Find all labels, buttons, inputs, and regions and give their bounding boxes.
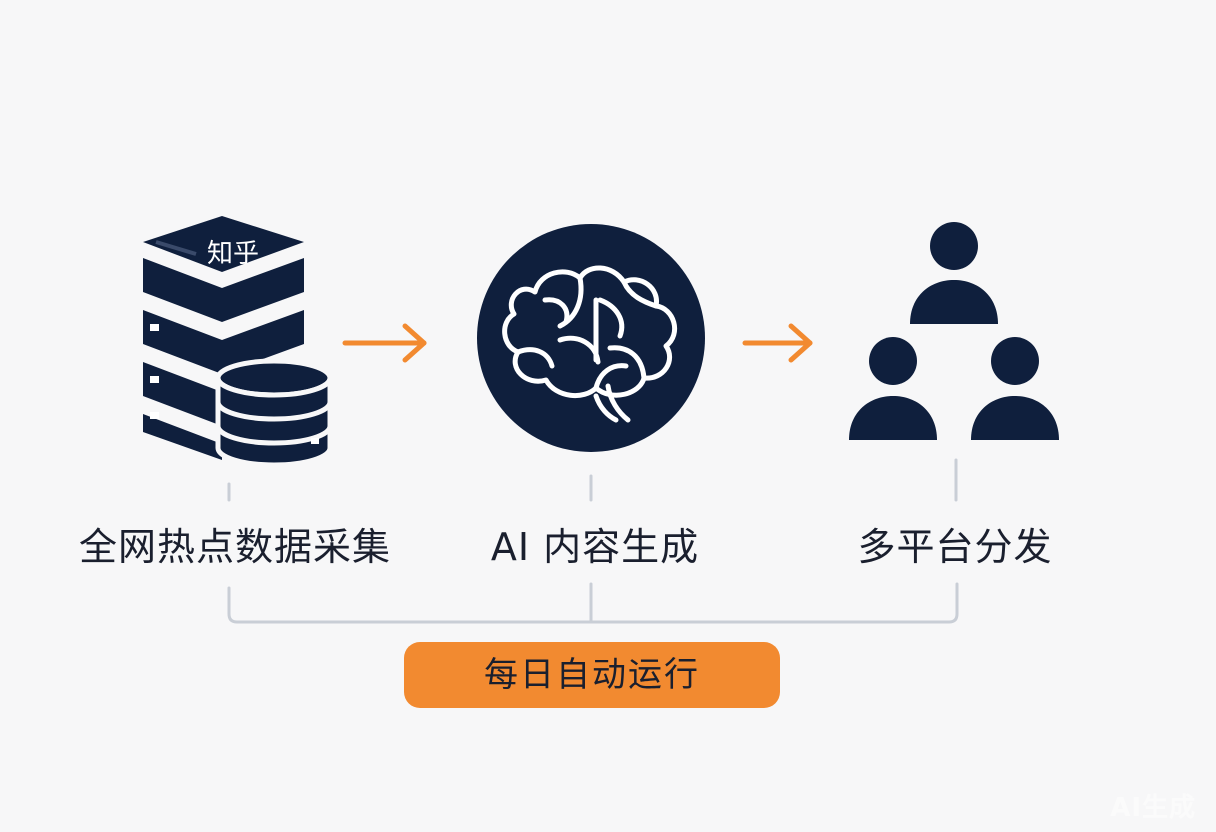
brain-icon <box>477 224 705 452</box>
watermark: AI生成 <box>1110 793 1196 823</box>
stage-label-data-collection: 全网热点数据采集 <box>78 525 391 569</box>
connector-lines <box>227 458 959 624</box>
stage-label-distribution: 多平台分发 <box>857 525 1053 569</box>
server-badge-text: 知乎 <box>207 239 259 269</box>
daily-run-badge: 每日自动运行 <box>404 642 780 708</box>
users-group-icon <box>849 222 1059 440</box>
server-database-icon: 知乎 <box>143 216 333 468</box>
flow-arrow-2 <box>742 323 813 363</box>
flow-arrow-1 <box>342 323 427 363</box>
stage-label-ai-generation: AI 内容生成 <box>490 525 700 569</box>
